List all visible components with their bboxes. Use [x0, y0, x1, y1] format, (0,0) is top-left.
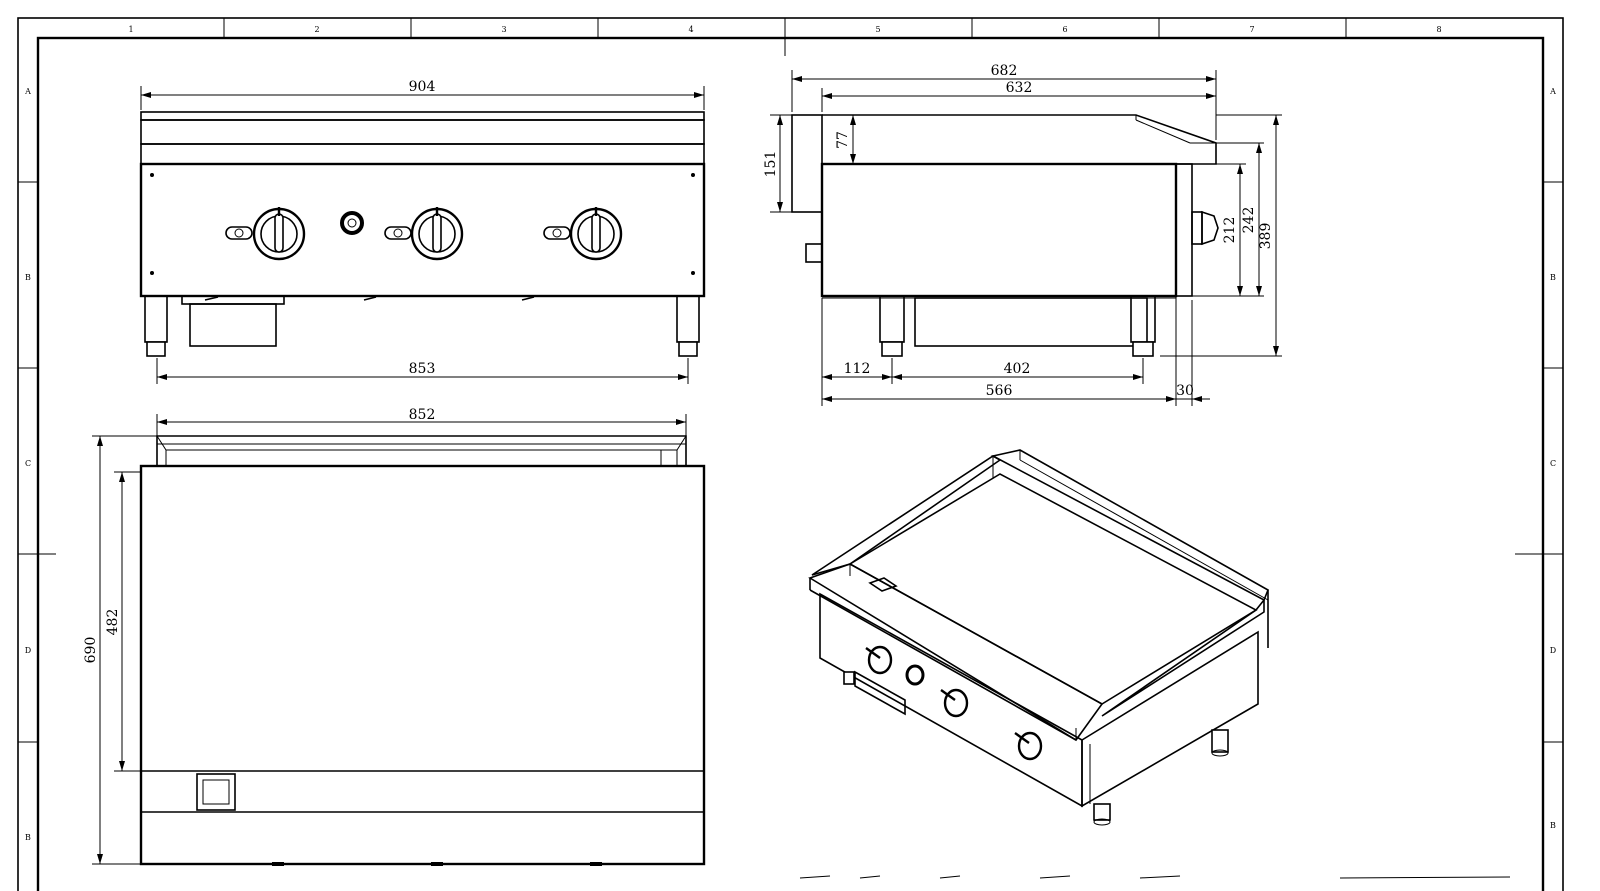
column-label: 2 — [314, 25, 319, 34]
dimension-label: 482 — [105, 609, 121, 636]
dimension-label: 853 — [409, 361, 436, 377]
row-label: D — [1550, 646, 1556, 655]
row-labels-left: A B C D B — [24, 87, 31, 842]
column-label: 6 — [1062, 25, 1067, 34]
control-knob — [225, 207, 306, 261]
leg — [843, 671, 855, 685]
igniter-button — [340, 211, 364, 235]
dimension-label: 112 — [844, 361, 871, 377]
dimension-label: 389 — [1258, 223, 1274, 250]
leg — [879, 295, 905, 357]
control-knob — [940, 688, 969, 718]
column-label: 8 — [1436, 25, 1441, 34]
row-label: A — [1549, 87, 1556, 96]
row-label: D — [25, 646, 31, 655]
row-label: B — [1550, 821, 1556, 830]
leg — [1130, 295, 1156, 357]
column-label: 1 — [128, 25, 133, 34]
dimension-label: 852 — [409, 407, 436, 423]
dimension-label: 904 — [409, 79, 436, 95]
column-label: 3 — [501, 25, 506, 34]
leg — [676, 295, 700, 357]
leg — [1093, 803, 1111, 826]
column-label: 7 — [1249, 25, 1254, 34]
row-label: B — [25, 833, 31, 842]
top-view: 852 690 482 — [83, 407, 706, 866]
column-label: 5 — [875, 25, 880, 34]
dimension-label: 632 — [1006, 80, 1033, 96]
row-label: C — [25, 459, 31, 468]
control-knob — [865, 645, 893, 675]
control-knob — [543, 207, 623, 261]
control-knob — [384, 207, 464, 261]
drawing-frame — [17, 17, 1564, 891]
row-label: B — [1550, 273, 1556, 282]
bottom-edge-marks — [799, 875, 1511, 879]
grease-tray — [181, 295, 285, 347]
row-label: B — [25, 273, 31, 282]
isometric-view — [808, 449, 1270, 826]
column-labels: 1 2 3 4 5 6 7 8 — [128, 25, 1441, 34]
dimension-label: 402 — [1004, 361, 1031, 377]
dimension-label: 30 — [1176, 383, 1194, 399]
control-knob — [1191, 210, 1219, 246]
control-knob — [1014, 731, 1043, 761]
leg — [144, 295, 168, 357]
side-view: 682 632 151 77 212 242 — [763, 63, 1282, 406]
dimension-label: 566 — [986, 383, 1013, 399]
row-labels-right: A B C D B — [1549, 87, 1556, 830]
dimension-label: 682 — [991, 63, 1018, 79]
grease-drain-hole — [196, 773, 236, 811]
dimension-label: 242 — [1241, 207, 1257, 234]
dimension-label: 212 — [1222, 217, 1238, 244]
front-view: 904 853 — [139, 79, 706, 384]
dimension-label: 151 — [763, 151, 779, 178]
column-label: 4 — [688, 25, 693, 34]
row-label: C — [1550, 459, 1556, 468]
igniter-button — [905, 664, 925, 686]
leg — [1211, 729, 1229, 757]
row-label: A — [24, 87, 31, 96]
dimension-label: 690 — [83, 637, 99, 664]
dimension-label: 77 — [835, 131, 851, 149]
